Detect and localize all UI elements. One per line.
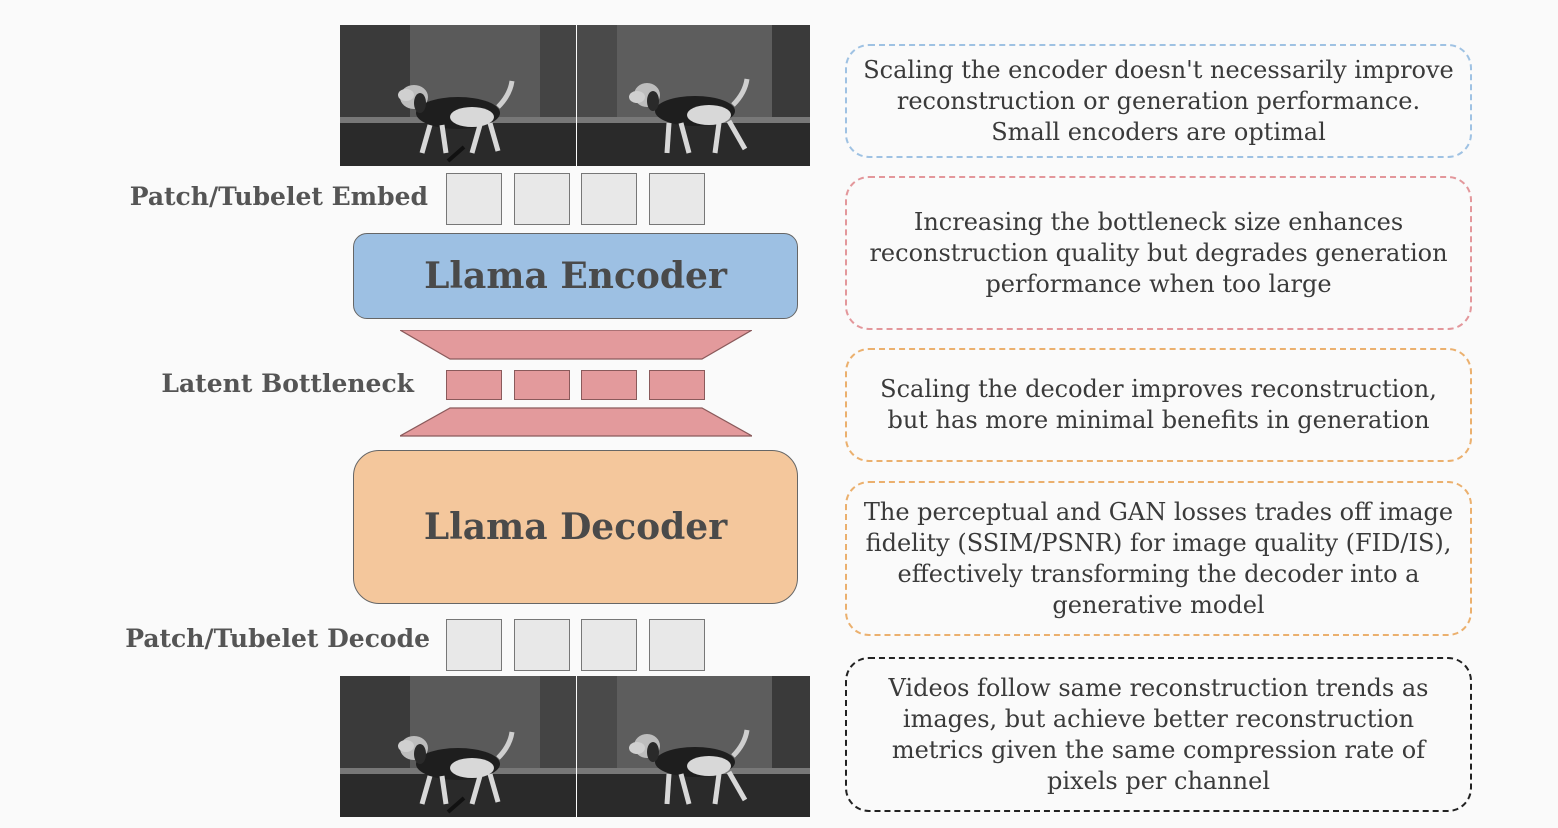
decode-patch (581, 619, 637, 671)
loss-note-text: The perceptual and GAN losses trades off… (863, 497, 1454, 619)
decode-patch (514, 619, 570, 671)
latent-patch (581, 370, 637, 400)
video-note-text: Videos follow same reconstruction trends… (888, 673, 1429, 795)
decode-patch (649, 619, 705, 671)
input-frame-1 (340, 25, 576, 166)
embed-label: Patch/Tubelet Embed (129, 182, 428, 211)
latent-patch (514, 370, 570, 400)
bottleneck-expand-shape (400, 407, 752, 437)
latent-patch (446, 370, 502, 400)
encoder-title: Llama Encoder (424, 255, 727, 297)
llama-encoder-block: Llama Encoder (353, 233, 798, 319)
embed-patch (581, 173, 637, 225)
output-frame-1 (340, 676, 576, 817)
embed-patch (446, 173, 502, 225)
bottleneck-compress-shape (400, 330, 752, 360)
llama-decoder-block: Llama Decoder (353, 450, 798, 604)
output-frame-2 (577, 676, 810, 817)
decoder-title: Llama Decoder (423, 506, 728, 548)
video-note: Videos follow same reconstruction trends… (845, 657, 1472, 812)
decode-patch (446, 619, 502, 671)
input-frame-2 (577, 25, 810, 166)
bottleneck-label: Latent Bottleneck (161, 369, 414, 398)
decoder-note-text: Scaling the decoder improves reconstruct… (880, 375, 1437, 434)
decoder-note: Scaling the decoder improves reconstruct… (845, 348, 1472, 462)
encoder-note: Scaling the encoder doesn't necessarily … (845, 44, 1472, 158)
bottleneck-note-text: Increasing the bottleneck size enhances … (869, 207, 1448, 298)
latent-patch (649, 370, 705, 400)
embed-patch (514, 173, 570, 225)
loss-note: The perceptual and GAN losses trades off… (845, 481, 1472, 636)
bottleneck-note: Increasing the bottleneck size enhances … (845, 176, 1472, 330)
encoder-note-text: Scaling the encoder doesn't necessarily … (863, 55, 1454, 146)
embed-patch (649, 173, 705, 225)
decode-label: Patch/Tubelet Decode (125, 624, 430, 653)
